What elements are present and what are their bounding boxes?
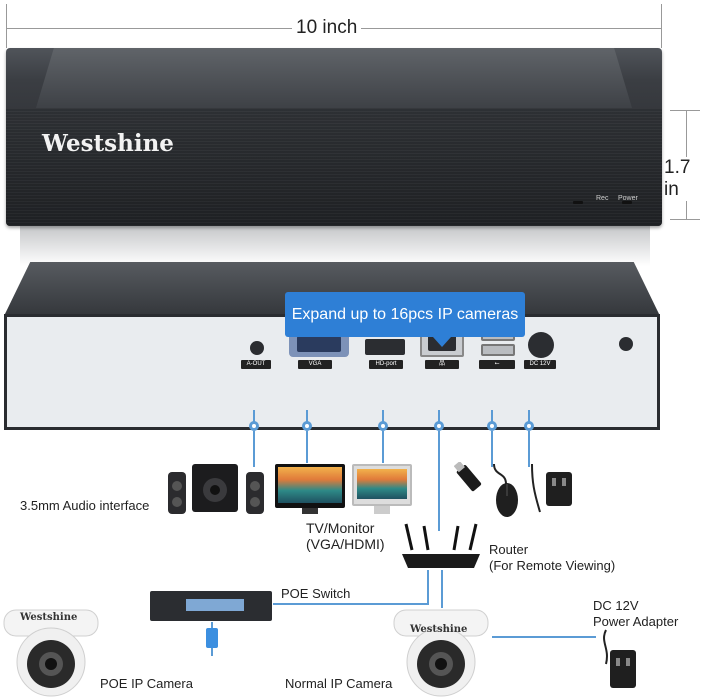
router-label: Router <box>489 542 529 557</box>
router-to-camera-line <box>441 570 443 608</box>
lan-connector-line <box>438 410 440 426</box>
tv-monitor-icon <box>275 464 345 508</box>
usb-flash-drive-icon <box>454 462 482 492</box>
power-adapter-icon-top <box>531 463 572 513</box>
router-sublabel: (For Remote Viewing) <box>489 558 616 573</box>
usb-port-tag: ⭠ <box>479 360 515 369</box>
normal-ip-camera-icon <box>393 609 489 697</box>
router-icon <box>402 523 480 568</box>
nvr-back-view: A-OUT VGA HD-port 品 ⭠ DC 12V <box>4 262 660 430</box>
nvr-reflection <box>20 226 650 266</box>
normal-camera-label: Normal IP Camera <box>285 676 393 691</box>
dc-connector-dot <box>524 421 534 431</box>
power-adapter-icon-bottom <box>603 629 636 688</box>
vga-connector-line <box>306 410 308 426</box>
led-label-rec: Rec <box>596 195 609 202</box>
lan-connector-dot <box>434 421 444 431</box>
dc-connector-line <box>528 410 530 426</box>
tv-screen <box>278 467 342 503</box>
dc-port-tag: DC 12V <box>524 360 556 369</box>
dc-power-port <box>528 332 554 358</box>
lan-port-tag: 品 <box>425 360 459 369</box>
audio-connector-line <box>253 410 255 426</box>
height-dimension-top-tick <box>670 110 700 111</box>
audio-speakers-icon <box>168 464 264 514</box>
poe-switch-ports <box>186 599 244 611</box>
led-label-power: Power <box>618 195 638 202</box>
vga-port-tag: VGA <box>298 360 332 369</box>
dc-lead <box>528 431 530 467</box>
dc-adapter-label: DC 12V <box>593 598 639 613</box>
audio-interface-label: 3.5mm Audio interface <box>20 498 150 513</box>
audio-connector-dot <box>249 421 259 431</box>
hdmi-lead <box>382 431 384 463</box>
imac-monitor-icon <box>352 464 412 506</box>
adapter-to-camera-line <box>492 636 596 638</box>
imac-stand <box>374 506 390 514</box>
width-dimension-right-tick <box>661 4 662 48</box>
nvr-top-face <box>36 48 632 108</box>
usb-port-bottom <box>481 344 515 356</box>
router-to-switch-line-horizontal <box>273 603 429 605</box>
audio-lead <box>253 431 255 467</box>
poe-camera-label: POE IP Camera <box>100 676 193 691</box>
width-dimension-label: 10 inch <box>292 17 362 39</box>
poe-ip-camera-icon <box>3 609 99 697</box>
hdmi-connector-dot <box>378 421 388 431</box>
audio-port-tag: A-OUT <box>241 360 271 369</box>
lan-lead-to-router <box>438 431 440 531</box>
usb-connector-line <box>491 410 493 426</box>
ethernet-plug-icon <box>206 628 218 648</box>
hdmi-port-tag: HD-port <box>369 360 403 369</box>
poe-switch-label: POE Switch <box>281 586 351 601</box>
dc-adapter-sublabel: Power Adapter <box>593 614 679 629</box>
hdmi-port <box>365 339 405 355</box>
vga-lead <box>306 431 308 463</box>
imac-screen <box>357 469 407 499</box>
height-dimension-label: 1.7 in <box>662 157 710 201</box>
audio-out-port <box>250 341 264 355</box>
tv-monitor-label: TV/Monitor <box>306 520 375 536</box>
rec-led-icon <box>573 201 583 204</box>
vga-port-inner <box>297 336 341 352</box>
poe-camera-brand: Westshine <box>20 612 78 623</box>
tv-stand <box>302 508 318 514</box>
mouse-icon <box>493 463 518 517</box>
expansion-callout: Expand up to 16pcs IP cameras <box>285 292 525 347</box>
power-led-icon <box>622 201 632 204</box>
router-to-switch-line-vertical <box>427 570 429 604</box>
usb-connector-dot <box>487 421 497 431</box>
height-dimension-bottom-tick <box>670 219 700 220</box>
usb-lead <box>491 431 493 467</box>
brand-logo-front: Westshine <box>42 130 174 157</box>
nvr-front-panel <box>6 108 662 226</box>
vga-connector-dot <box>302 421 312 431</box>
ground-screw-icon <box>619 337 633 351</box>
nvr-front-view: Westshine Rec Power <box>6 48 662 226</box>
tv-monitor-sublabel: (VGA/HDMI) <box>306 536 385 552</box>
width-dimension-left-tick <box>6 4 7 48</box>
normal-camera-brand: Westshine <box>410 624 468 635</box>
hdmi-connector-line <box>382 410 384 426</box>
